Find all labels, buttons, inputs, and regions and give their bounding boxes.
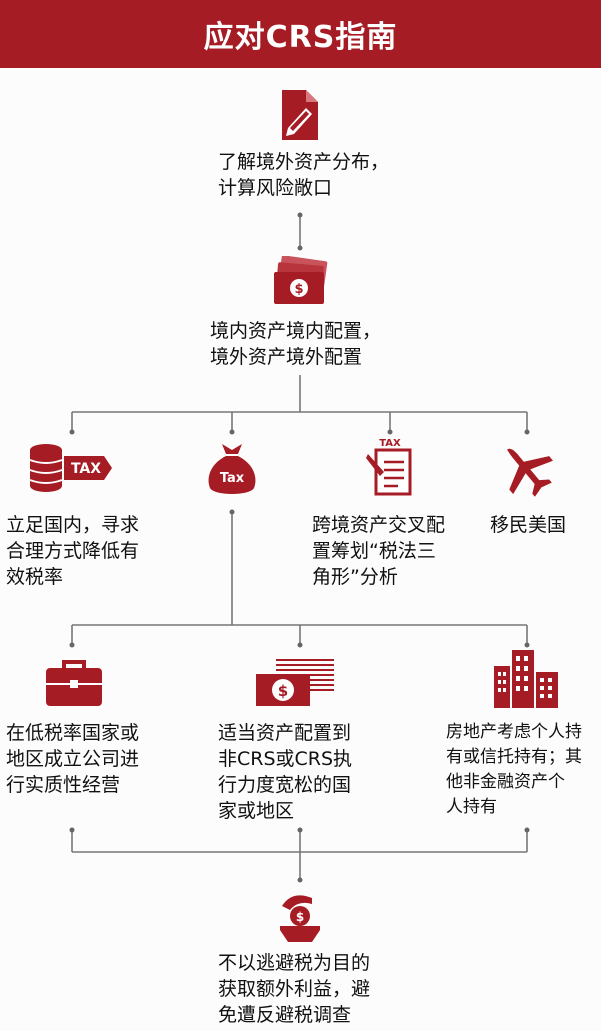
svg-text:$: $ [278,682,288,700]
branch4-text: 移民美国 [490,514,567,536]
buildings-icon [494,650,558,708]
tax-document-icon: TAX [366,438,412,496]
title-banner: 应对CRS指南 [0,0,601,68]
document-pen-icon [282,90,318,140]
briefcase-icon [46,660,102,706]
money-cards-icon: $ [274,256,328,304]
sub1-text: 在低税率国家或地区成立公司进行实质性经营 [6,722,140,796]
page-title: 应对CRS指南 [203,20,398,55]
sub2-text: 适当资产配置到非CRS或CRS执行力度宽松的国家或地区 [218,722,353,822]
airplane-icon [507,448,553,497]
svg-text:$: $ [296,910,304,924]
tax-bag-icon: Tax [208,444,256,494]
hand-coin-icon: $ [280,895,320,942]
step1-text: 了解境外资产分布，计算风险敞口 [218,151,390,199]
sub3-text: 房地产考虑个人持有或信托持有；其他非金融资产个人持有 [446,722,582,817]
svg-text:TAX: TAX [379,438,401,449]
tax-coins-icon: TAX [29,444,112,492]
branch1-text: 立足国内，寻求合理方式降低有效税率 [6,514,140,588]
svg-text:TAX: TAX [71,461,101,477]
svg-text:$: $ [294,282,303,297]
step2-text: 境内资产境内配置，境外资产境外配置 [210,320,382,368]
branch3-text: 跨境资产交叉配置筹划“税法三角形”分析 [312,514,446,588]
final-text: 不以逃避税为目的获取额外利益，避免遭反避税调查 [218,952,371,1026]
svg-text:Tax: Tax [220,471,245,486]
dollar-bill-icon: $ [256,659,334,706]
